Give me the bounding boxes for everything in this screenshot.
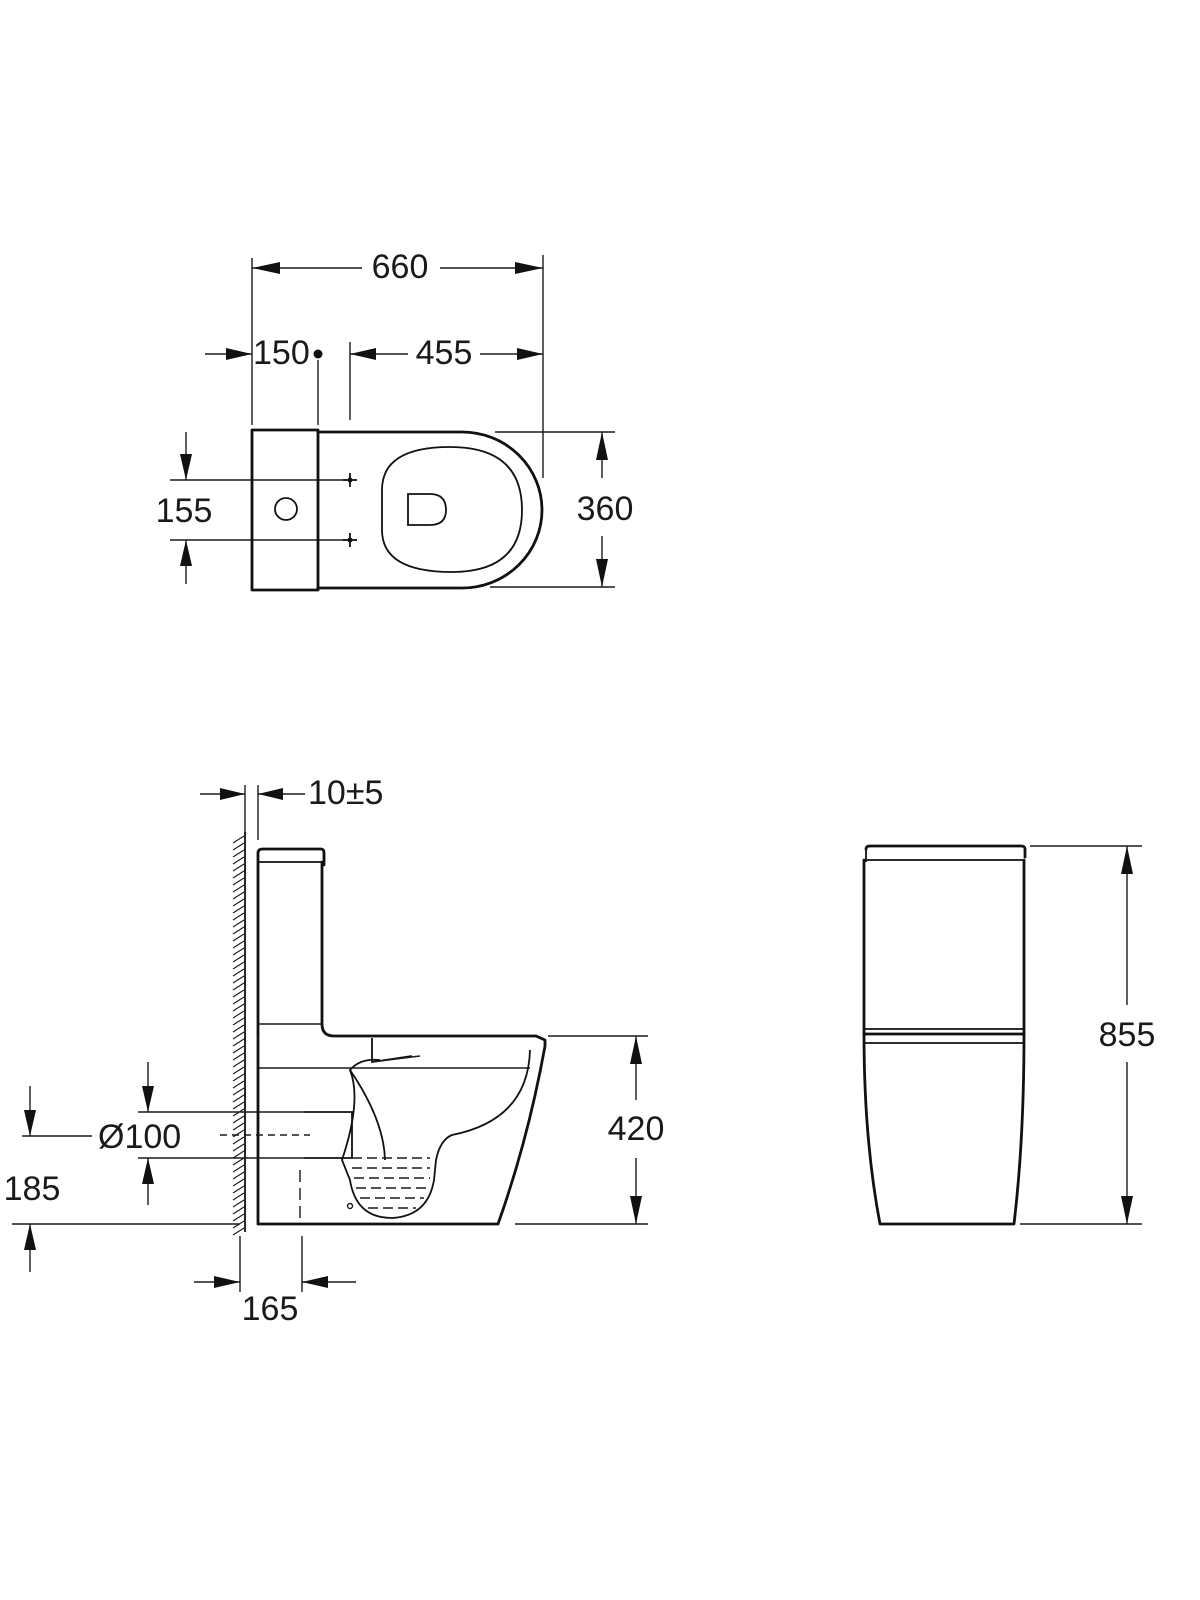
dim-seat-height: 420 <box>608 1110 665 1148</box>
dim-outlet-offset: 165 <box>242 1290 299 1328</box>
dim-fixing-spacing: 155 <box>156 492 213 530</box>
dim-wall-gap: 10±5 <box>308 774 383 812</box>
dim-outlet-height: 185 <box>4 1170 61 1208</box>
front-view: 855 <box>862 844 1156 1226</box>
dim-overall-width: 360 <box>577 490 634 528</box>
dim-pan-length: 455 <box>416 334 473 372</box>
top-view: 660 150 455 155 360 <box>156 248 634 592</box>
dim-overall-height: 855 <box>1099 1016 1156 1054</box>
dim-overall-length: 660 <box>372 248 429 286</box>
side-view: 10±5 Ø100 185 <box>4 774 665 1328</box>
dim-outlet-diameter: Ø100 <box>98 1118 181 1156</box>
dim-tank-depth: 150 <box>253 334 310 372</box>
